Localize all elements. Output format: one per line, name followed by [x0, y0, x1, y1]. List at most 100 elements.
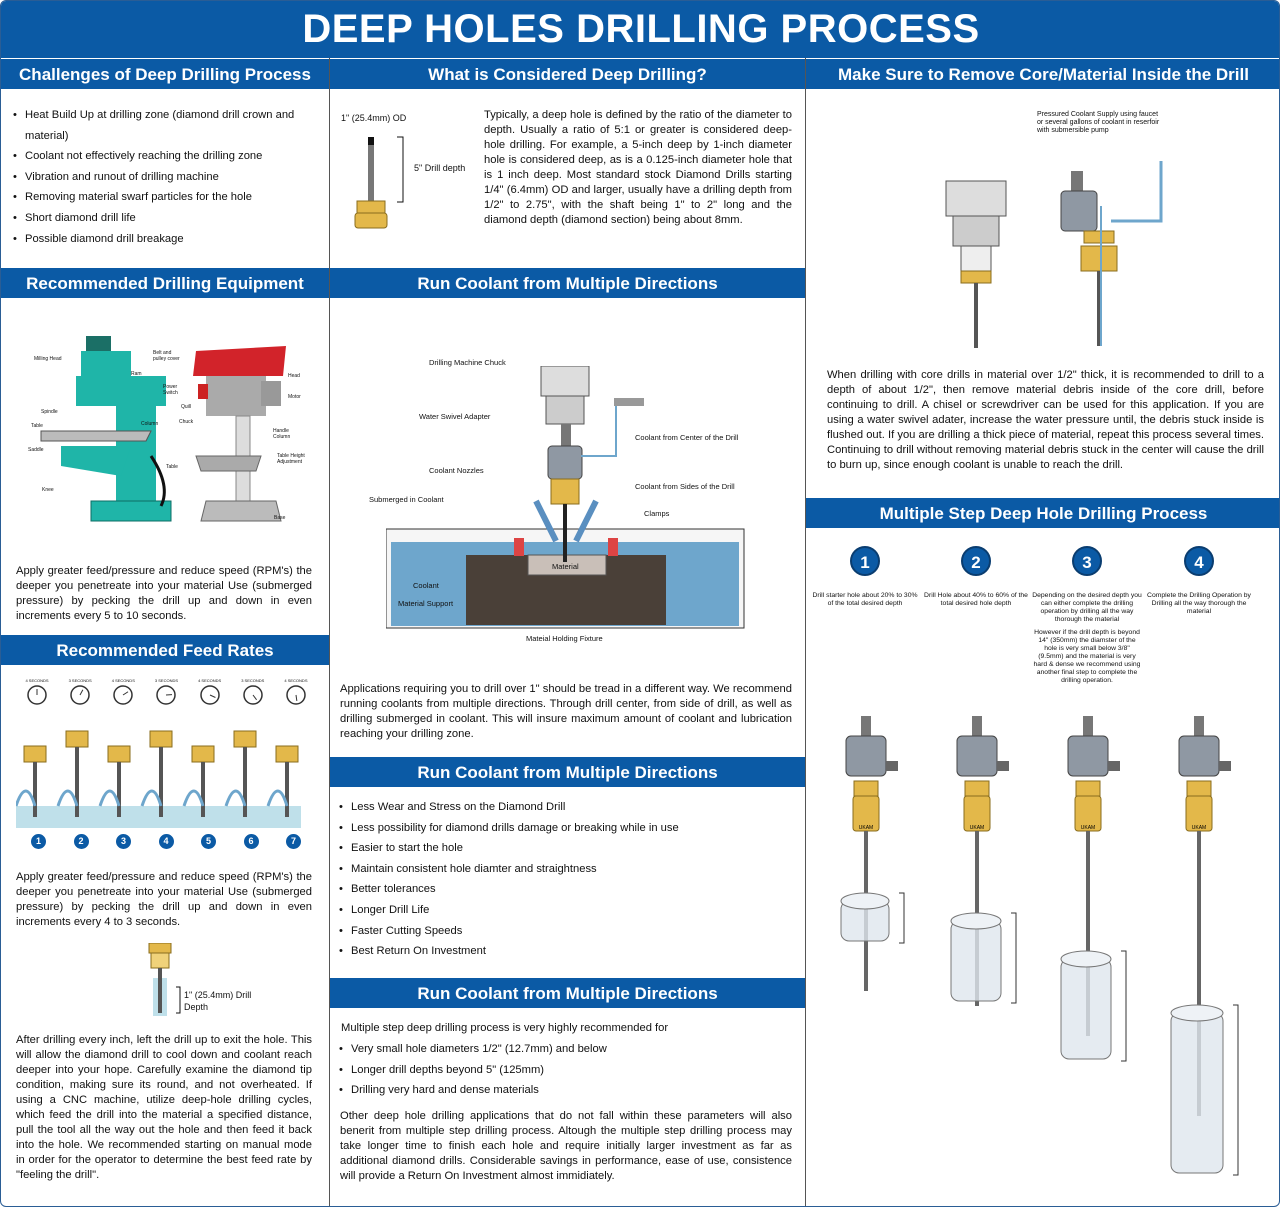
- label-power-switch: Power Switch: [163, 384, 178, 396]
- drill-nut: [1075, 780, 1101, 797]
- clock-label: 3 SECONDS: [154, 678, 179, 683]
- equipment-text: Apply greater feed/pressure and reduce s…: [16, 565, 312, 622]
- drill-head: [65, 730, 89, 748]
- coolant3-list: Very small hole diameters 1/2" (12.7mm) …: [337, 1039, 792, 1101]
- core-text: When drilling with core drills in materi…: [827, 369, 1264, 471]
- clock-icon: [70, 685, 90, 705]
- coolant-spray: [56, 789, 79, 807]
- list-item: Longer drill depths beyond 5" (125mm): [337, 1060, 792, 1081]
- clock-label: 4 SECONDS: [198, 678, 222, 683]
- drill-shank: [1083, 716, 1093, 736]
- drill-shaft: [117, 762, 121, 817]
- depth-bracket: [899, 892, 905, 944]
- label-base: Base: [274, 515, 286, 521]
- label-chuck: Drilling Machine Chuck: [429, 358, 506, 367]
- feed-header: Recommended Feed Rates: [1, 634, 329, 665]
- label-table-height: Table Height Adjustment: [277, 453, 305, 465]
- list-item: Vibration and runout of drilling machine: [11, 167, 321, 188]
- drill-shaft: [1086, 831, 1090, 1036]
- coolant-spray: [98, 789, 121, 807]
- clock-label: 3 SECONDS: [68, 678, 92, 683]
- clock-label: 4 SECONDS: [284, 678, 308, 683]
- label-saddle: Saddle: [28, 447, 44, 453]
- label-chuck: Chuck: [179, 419, 194, 425]
- list-item: Less possibility for diamond drills dama…: [337, 818, 792, 839]
- coolant-spray: [16, 789, 37, 807]
- list-item: Heat Build Up at drilling zone (diamond …: [11, 105, 321, 146]
- drill-head: [275, 745, 299, 763]
- drill-shaft: [159, 747, 163, 817]
- depth-bracket: [1233, 1004, 1239, 1176]
- drilling-machines-illustration: [40, 336, 286, 522]
- clock-label: 4 SECONDS: [111, 678, 135, 683]
- label-column: Column: [273, 434, 291, 440]
- drill-shaft: [201, 762, 205, 817]
- list-item: Faster Cutting Speeds: [337, 921, 792, 942]
- coolant3-intro: Multiple step deep drilling process is v…: [341, 1022, 669, 1034]
- challenges-list: Heat Build Up at drilling zone (diamond …: [11, 105, 321, 249]
- drill-shaft: [285, 762, 289, 817]
- feed-text-2: After drilling every inch, left the dril…: [16, 1034, 312, 1181]
- label-submerged: Submerged in Coolant: [369, 495, 444, 504]
- drill-nut: [964, 780, 990, 797]
- feed-step-number: 2: [73, 834, 89, 849]
- coolant-spray: [182, 789, 205, 807]
- coolant3-header: Run Coolant from Multiple Directions: [330, 977, 805, 1008]
- material-core: [950, 920, 1002, 1002]
- clock: 4 SECONDS: [278, 678, 314, 710]
- brand-label: UKAM: [859, 825, 873, 831]
- divider: [329, 58, 330, 1206]
- feed-step-number: 3: [116, 834, 131, 849]
- water-swivel: [1067, 735, 1109, 777]
- clock-icon: [199, 685, 220, 705]
- drill-shank: [861, 716, 871, 736]
- clock-icon: [113, 685, 134, 705]
- core-top: [1170, 1004, 1224, 1022]
- label-table: Table: [31, 423, 43, 429]
- water-swivel: [845, 735, 887, 777]
- label-handle: Handle: [273, 428, 289, 434]
- list-item: Short diamond drill life: [11, 208, 321, 229]
- feed-step-number: 6: [243, 834, 259, 849]
- feed-rates-illustration: [16, 730, 301, 828]
- water-swivel: [1178, 735, 1220, 777]
- core-removal-illustration: [945, 161, 1163, 348]
- label-knee: Knee: [42, 487, 54, 493]
- clock: 4 SECONDS: [105, 678, 141, 710]
- feed-text: Apply greater feed/pressure and reduce s…: [16, 871, 312, 928]
- step-text: Drill Hole about 40% to 60% of the total…: [924, 592, 1028, 607]
- coolant-supply-callout: Pressured Coolant Supply using faucet or…: [1037, 111, 1160, 134]
- clock: 4 SECONDS: [19, 678, 55, 710]
- brand-label: UKAM: [1081, 825, 1095, 831]
- list-item: Longer Drill Life: [337, 900, 792, 921]
- feed-step-number: 5: [201, 834, 216, 849]
- page-title: DEEP HOLES DRILLING PROCESS: [1, 1, 1279, 58]
- label-milling-head: Milling Head: [34, 356, 62, 362]
- core-top: [1060, 950, 1112, 968]
- drill-shaft: [33, 762, 37, 817]
- drill-shank: [1194, 716, 1204, 736]
- valve: [1219, 761, 1231, 771]
- drill-shaft: [243, 747, 247, 817]
- valve: [886, 761, 898, 771]
- clock: 4 SECONDS: [192, 678, 228, 710]
- coolant-spray: [266, 789, 289, 807]
- label-ram: Ram: [131, 371, 142, 377]
- list-item: Best Return On Investment: [337, 941, 792, 962]
- coolant-spray: [140, 789, 163, 807]
- core-top: [950, 912, 1002, 930]
- list-item: Better tolerances: [337, 879, 792, 900]
- step-number: 2: [961, 546, 991, 576]
- drill-shaft: [1197, 831, 1201, 1116]
- drill-head: [191, 745, 215, 763]
- drill-head: [149, 730, 173, 748]
- depth-label: 5" Drill depth: [414, 163, 466, 173]
- label-clamps: Clamps: [644, 509, 670, 518]
- deep-header: What is Considered Deep Drilling?: [330, 58, 805, 89]
- feed-step-number: 7: [286, 834, 301, 849]
